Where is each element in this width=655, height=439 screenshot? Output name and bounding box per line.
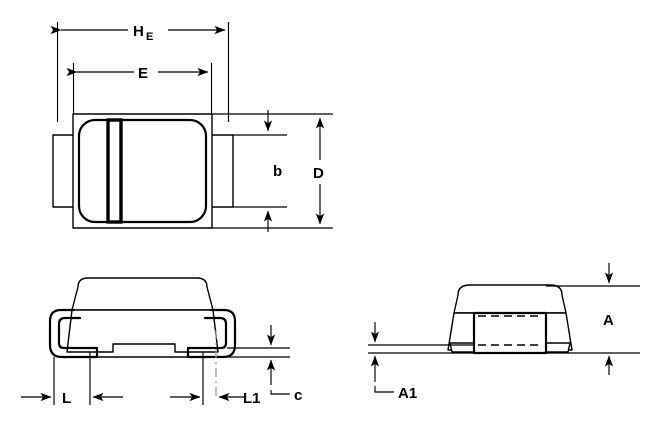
end-view-body-cap	[453, 284, 567, 314]
end-view-right-foot	[545, 342, 571, 353]
dimension-label-d: D	[313, 165, 324, 182]
dimension-label-l: L	[62, 390, 71, 407]
dimension-label-l1: L1	[243, 390, 261, 407]
dimension-label-a: A	[603, 312, 614, 329]
end-view-terminal-band	[472, 311, 548, 355]
dimension-label-b: b	[273, 163, 282, 180]
side-view-left-lead	[48, 308, 99, 359]
end-view: A A1	[368, 263, 640, 402]
end-view-left-foot	[449, 342, 475, 353]
dimension-label-he-subscript: E	[146, 31, 153, 43]
dimension-label-e: E	[138, 65, 148, 82]
dimension-label-a1: A1	[398, 385, 417, 402]
top-view: H E E	[50, 22, 333, 232]
top-view-cathode-band	[106, 118, 123, 224]
side-view-right-lead	[186, 308, 237, 359]
dimension-label-c: c	[294, 387, 302, 404]
dimension-label-he: H	[133, 23, 144, 40]
c-leader-line	[270, 390, 290, 395]
side-view-body-lower	[66, 309, 219, 353]
a1-leader-line	[374, 386, 394, 393]
side-view-body-cap	[71, 277, 214, 311]
top-view-body-outline	[77, 118, 208, 224]
side-view: L L1 c	[21, 277, 302, 407]
